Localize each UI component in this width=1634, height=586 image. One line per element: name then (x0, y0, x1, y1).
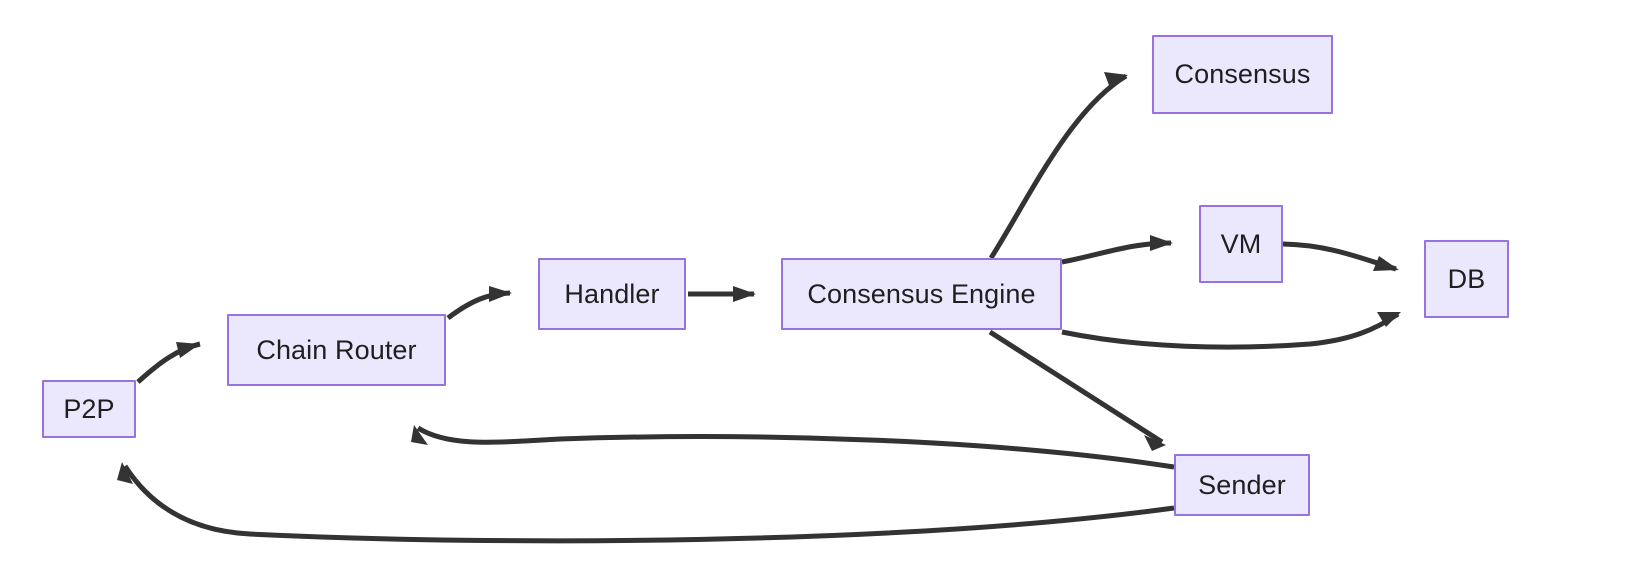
arrow-head (733, 286, 756, 302)
arrow-head (117, 462, 133, 484)
node-consensus-label: Consensus (1174, 59, 1311, 89)
arrow-head (1377, 312, 1401, 327)
edge-path (988, 73, 1128, 260)
node-handler-label: Handler (564, 278, 660, 309)
node-sender[interactable]: Sender (1174, 454, 1310, 516)
arrow-head (411, 425, 428, 445)
edge-path (122, 464, 1175, 544)
edge-path (1061, 311, 1400, 350)
edge-consensus-engine-to-db (1061, 311, 1401, 350)
node-vm[interactable]: VM (1199, 205, 1283, 283)
edge-vm-to-db (1282, 241, 1399, 272)
edge-sender-to-p2p (117, 462, 1175, 544)
arrow-head (1150, 235, 1173, 251)
arrow-head (1373, 256, 1399, 271)
arrow-head (489, 286, 512, 302)
node-consensus-engine[interactable]: Consensus Engine (781, 258, 1062, 330)
edge-consensus-engine-to-sender (988, 329, 1166, 451)
edge-consensus-engine-to-vm (1061, 235, 1173, 265)
edge-sender-to-chain-router (411, 425, 1175, 470)
node-chain-router-label: Chain Router (256, 334, 417, 365)
node-handler[interactable]: Handler (538, 258, 686, 330)
node-p2p-label: P2P (63, 393, 115, 424)
arrow-head (1104, 72, 1128, 88)
node-p2p[interactable]: P2P (42, 380, 136, 438)
node-vm-label: VM (1220, 228, 1262, 259)
node-chain-router[interactable]: Chain Router (227, 314, 446, 386)
edge-chain-router-to-handler (446, 286, 512, 321)
edge-handler-to-consensus-engine (688, 286, 756, 302)
edge-path (988, 329, 1164, 445)
node-db-label: DB (1447, 263, 1486, 294)
arrow-head (1144, 435, 1166, 451)
edge-consensus-engine-to-consensus (988, 72, 1128, 260)
node-consensus[interactable]: Consensus (1152, 35, 1333, 114)
node-sender-label: Sender (1198, 469, 1286, 500)
arrow-head (176, 342, 200, 358)
edge-path (416, 425, 1175, 470)
edge-p2p-to-chain-router (136, 341, 201, 384)
node-consensus-engine-label: Consensus Engine (807, 278, 1036, 309)
node-db[interactable]: DB (1424, 240, 1509, 318)
